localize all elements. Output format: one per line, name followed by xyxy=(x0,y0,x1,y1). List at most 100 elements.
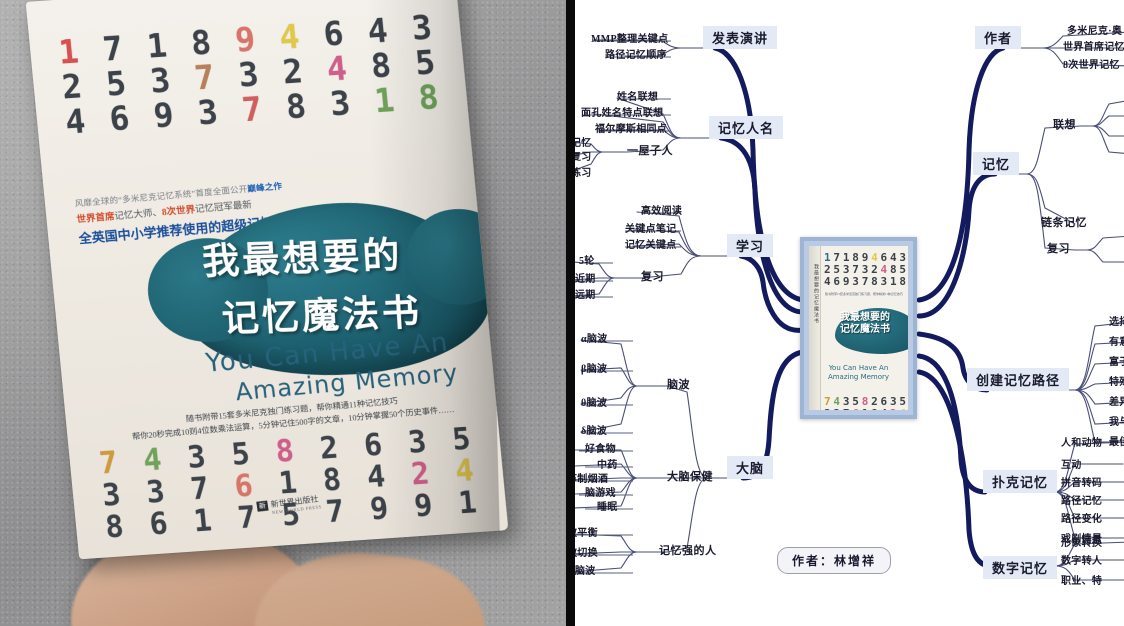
digit: 4 xyxy=(365,459,387,496)
leaf-wave-switching[interactable]: 波切换 xyxy=(575,548,598,559)
leaf-good-food[interactable]: 好食物 xyxy=(585,444,616,455)
branch-label-speech[interactable]: 发表演讲 xyxy=(703,26,778,49)
leaf-association[interactable]: 联想 xyxy=(1053,119,1076,131)
leaf-theta-wave[interactable]: θ脑波 xyxy=(581,398,608,409)
leaf-short-term[interactable]: 近期 xyxy=(575,274,596,285)
leaf-difference[interactable]: 差异 xyxy=(1109,397,1124,408)
mindmap-pane: 发表演讲 MMP整理关键点 路径记忆顺序 记忆人名 姓名联想 面孔姓名特点联想 … xyxy=(575,0,1124,626)
leaf-dramatic-scene[interactable]: 戏剧情景 xyxy=(1061,534,1103,545)
publisher-logo-icon: 新 xyxy=(256,500,269,512)
leaf-special[interactable]: 特殊 xyxy=(1109,377,1124,388)
leaf-delta-wave[interactable]: δ脑波 xyxy=(581,426,608,437)
branch-label-remember-names[interactable]: 记忆人名 xyxy=(709,116,784,139)
leaf-name-association[interactable]: 姓名联想 xyxy=(617,92,659,103)
leaf-8-time-world-memory[interactable]: 8次世界记忆 xyxy=(1063,60,1120,71)
digit: 4 xyxy=(889,251,897,264)
digit: 4 xyxy=(881,408,888,410)
leaf-five-rounds[interactable]: 5轮 xyxy=(579,256,595,267)
center-book-english-line2: Amazing Memory xyxy=(827,372,890,381)
digit: 3 xyxy=(144,474,167,511)
leaf-brain-health[interactable]: 大脑保健 xyxy=(667,471,713,483)
physical-book: 1 7 1 8 9 4 6 4 3 2 5 3 7 xyxy=(25,0,509,560)
leaf-path-memory[interactable]: 路径记忆 xyxy=(1061,496,1103,507)
leaf-face-name-feature[interactable]: 面孔姓名特点联想 xyxy=(581,108,664,119)
leaf-room-full-of-people[interactable]: 一屋子人 xyxy=(627,145,673,157)
branch-label-create-memory-path[interactable]: 创建记忆路径 xyxy=(967,368,1070,391)
digit: 1 xyxy=(192,503,214,540)
leaf-me-and[interactable]: 我与 xyxy=(1109,417,1124,428)
leaf-path-change[interactable]: 路径变化 xyxy=(1061,514,1103,525)
blurb-line2-bold1: 世界首席 xyxy=(76,212,116,226)
leaf-image-conversion[interactable]: 形象转换 xyxy=(1061,538,1103,549)
leaf-world-chief-memory[interactable]: 世界首席记忆 xyxy=(1063,42,1124,53)
leaf-people-with-strong-memory[interactable]: 记忆强的人 xyxy=(659,545,717,557)
branch-label-memory[interactable]: 记忆 xyxy=(973,152,1020,175)
leaf-select[interactable]: 选择 xyxy=(1109,317,1124,328)
leaf-alpha-wave[interactable]: α脑波 xyxy=(581,334,608,345)
branch-label-brain[interactable]: 大脑 xyxy=(727,456,774,479)
leaf-wave-balance[interactable]: 波平衡 xyxy=(575,528,598,539)
digit: 6 xyxy=(852,408,859,410)
leaf-best[interactable]: 最佳 xyxy=(1109,437,1124,448)
digit: 3 xyxy=(409,7,434,48)
blurb-line2-mid: 记忆大师、 xyxy=(114,208,163,223)
branch-label-number-memory[interactable]: 数字记忆 xyxy=(983,556,1058,579)
leaf-holmes-common-points[interactable]: 福尔摩斯相同点 xyxy=(595,124,668,135)
digit: 9 xyxy=(368,491,390,528)
leaf-interaction[interactable]: 互动 xyxy=(1061,460,1082,471)
author-chip[interactable]: 作者：林增祥 xyxy=(777,547,892,574)
digit-row: 1 7 1 8 9 4 6 4 3 xyxy=(824,252,906,263)
digit: 6 xyxy=(880,395,888,408)
digit: 5 xyxy=(899,395,906,408)
leaf-number-to-person[interactable]: 数字转人 xyxy=(1061,556,1103,567)
leaf-chinese-medicine[interactable]: 中药 xyxy=(597,460,618,471)
leaf-memorize[interactable]: 记忆 xyxy=(575,138,592,149)
digit: 6 xyxy=(107,98,132,139)
leaf-brainwaves[interactable]: 脑波 xyxy=(667,379,690,391)
center-book-spine: 我最想要的记忆魔法书 xyxy=(809,246,821,410)
leaf-efficient-reading[interactable]: 高效阅读 xyxy=(641,206,683,217)
leaf-review-study[interactable]: 复习 xyxy=(641,271,664,283)
leaf-rich-in[interactable]: 富于 xyxy=(1109,357,1124,368)
leaf-long-term[interactable]: 远期 xyxy=(575,290,596,301)
leaf-pinyin-encoding[interactable]: 拼音转码 xyxy=(1061,478,1103,489)
branch-label-poker-memory[interactable]: 扑克记忆 xyxy=(983,470,1058,493)
leaf-practice[interactable]: 练习 xyxy=(575,168,592,179)
digit: 5 xyxy=(104,63,128,104)
leaf-path-memory-order[interactable]: 路径记忆顺序 xyxy=(605,50,667,61)
leaf-sleep[interactable]: 睡眠 xyxy=(597,502,618,513)
center-book-english-line1: You Can Have An xyxy=(828,364,889,372)
leaf-key-point-notes[interactable]: 关键点笔记 xyxy=(625,224,677,235)
digit: 1 xyxy=(862,408,869,410)
mindmap-center-book[interactable]: 我最想要的记忆魔法书 1 7 1 8 9 4 6 4 3 xyxy=(800,237,917,419)
leaf-alpha-wave-2[interactable]: α脑波 xyxy=(575,566,596,577)
leaf-mmp-key-points[interactable]: MMP整理关键点 xyxy=(591,34,669,45)
mindmap-connectors xyxy=(575,31,1124,581)
leaf-people-and-animals[interactable]: 人和动物 xyxy=(1061,438,1103,449)
center-book-title: 我最想要的 记忆魔法书 xyxy=(840,312,908,335)
leaf-beta-wave[interactable]: β脑波 xyxy=(581,364,608,375)
digit: 4 xyxy=(453,453,476,490)
branch-label-author[interactable]: 作者 xyxy=(975,26,1022,49)
digit: 8 xyxy=(369,45,393,86)
leaf-occupation-feature[interactable]: 职业、特 xyxy=(1061,576,1103,587)
digit: 9 xyxy=(233,19,257,60)
digit: 8 xyxy=(889,263,897,276)
leaf-brain-games[interactable]: 脑游戏 xyxy=(585,488,616,499)
digit: 8 xyxy=(189,22,213,63)
leaf-chain-memory[interactable]: 链条记忆 xyxy=(1041,217,1087,229)
digit: 3 xyxy=(148,60,173,101)
branch-label-study[interactable]: 学习 xyxy=(727,234,774,257)
leaf-review[interactable]: 复习 xyxy=(575,152,592,163)
digit-row: 4 6 9 3 7 8 3 1 8 xyxy=(824,276,906,287)
leaf-dominic-obrien[interactable]: 多米尼克·奥 xyxy=(1067,26,1123,37)
digit: 9 xyxy=(861,251,869,264)
digit: 2 xyxy=(890,408,897,410)
leaf-memorize-key-points[interactable]: 记忆关键点 xyxy=(625,240,677,251)
digit: 8 xyxy=(274,433,296,470)
leaf-limit-smoking-drinking[interactable]: 节制烟酒 xyxy=(575,474,609,485)
leaf-review-memory[interactable]: 复习 xyxy=(1047,243,1070,255)
digit: 1 xyxy=(824,251,831,264)
center-book-title-line1: 我最想要的 xyxy=(840,312,890,323)
leaf-intentional[interactable]: 有意 xyxy=(1109,337,1124,348)
